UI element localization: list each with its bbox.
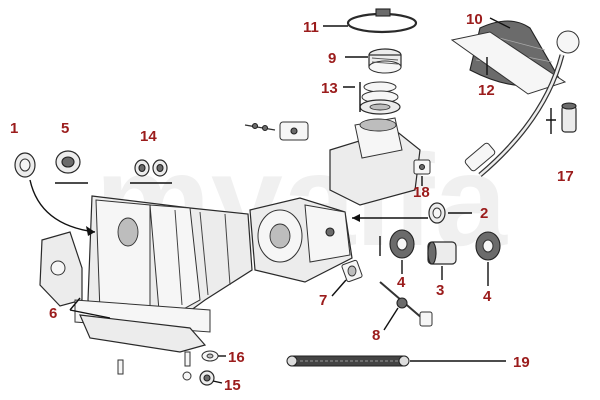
part-14-bushings (134, 159, 168, 177)
part-4-bearing-right (475, 231, 501, 261)
drain-bolts (117, 351, 192, 381)
intermediate-casing (249, 197, 353, 283)
callout-12: 12 (478, 82, 495, 99)
callout-9: 9 (328, 50, 336, 67)
callout-4-left: 4 (397, 274, 406, 291)
callout-10: 10 (466, 11, 483, 28)
part-16-washer (201, 350, 219, 362)
part-3-bearing (427, 241, 457, 265)
part-15-plug (199, 370, 215, 386)
part-2-seal (428, 202, 446, 224)
callout-19: 19 (513, 354, 530, 371)
part-1-oil-seal (14, 152, 36, 178)
part-1-arrowhead (86, 226, 95, 236)
callout-13: 13 (321, 80, 338, 97)
callout-11: 11 (303, 19, 319, 36)
part-19-ground-strap (286, 355, 410, 367)
callout-14: 14 (140, 128, 157, 145)
part-11-clamp-band (346, 8, 418, 34)
gear-lever (464, 30, 580, 177)
callout-15: 15 (224, 377, 241, 394)
part-7-gasket (341, 259, 363, 283)
part-13-rings (359, 81, 401, 115)
part-5-bearing-seal (55, 150, 81, 174)
callout-labels: 1 2 3 4 4 5 6 7 8 9 10 11 12 13 14 15 16… (10, 11, 574, 394)
part-4-bearing-left (389, 229, 415, 259)
callout-7: 7 (319, 292, 327, 309)
callout-8: 8 (372, 327, 380, 344)
callout-3: 3 (436, 282, 444, 299)
part-18-plate (413, 159, 431, 175)
part-8-nut (379, 281, 433, 327)
callout-4-right: 4 (483, 288, 492, 305)
part-9-spring-cup (368, 48, 402, 74)
callout-16: 16 (228, 349, 245, 366)
callout-18: 18 (413, 184, 430, 201)
callout-1: 1 (10, 120, 18, 137)
part-17-sleeve (561, 102, 577, 133)
callout-2: 2 (480, 205, 488, 222)
part-12-boot-plate (450, 31, 567, 95)
callout-5: 5 (61, 120, 69, 137)
callout-6: 6 (49, 305, 57, 322)
callout-17: 17 (557, 168, 574, 185)
part-1-arrow (29, 179, 96, 233)
leader-lines (55, 17, 556, 384)
gearbox-housing (39, 195, 253, 353)
selector-housing (244, 117, 421, 206)
